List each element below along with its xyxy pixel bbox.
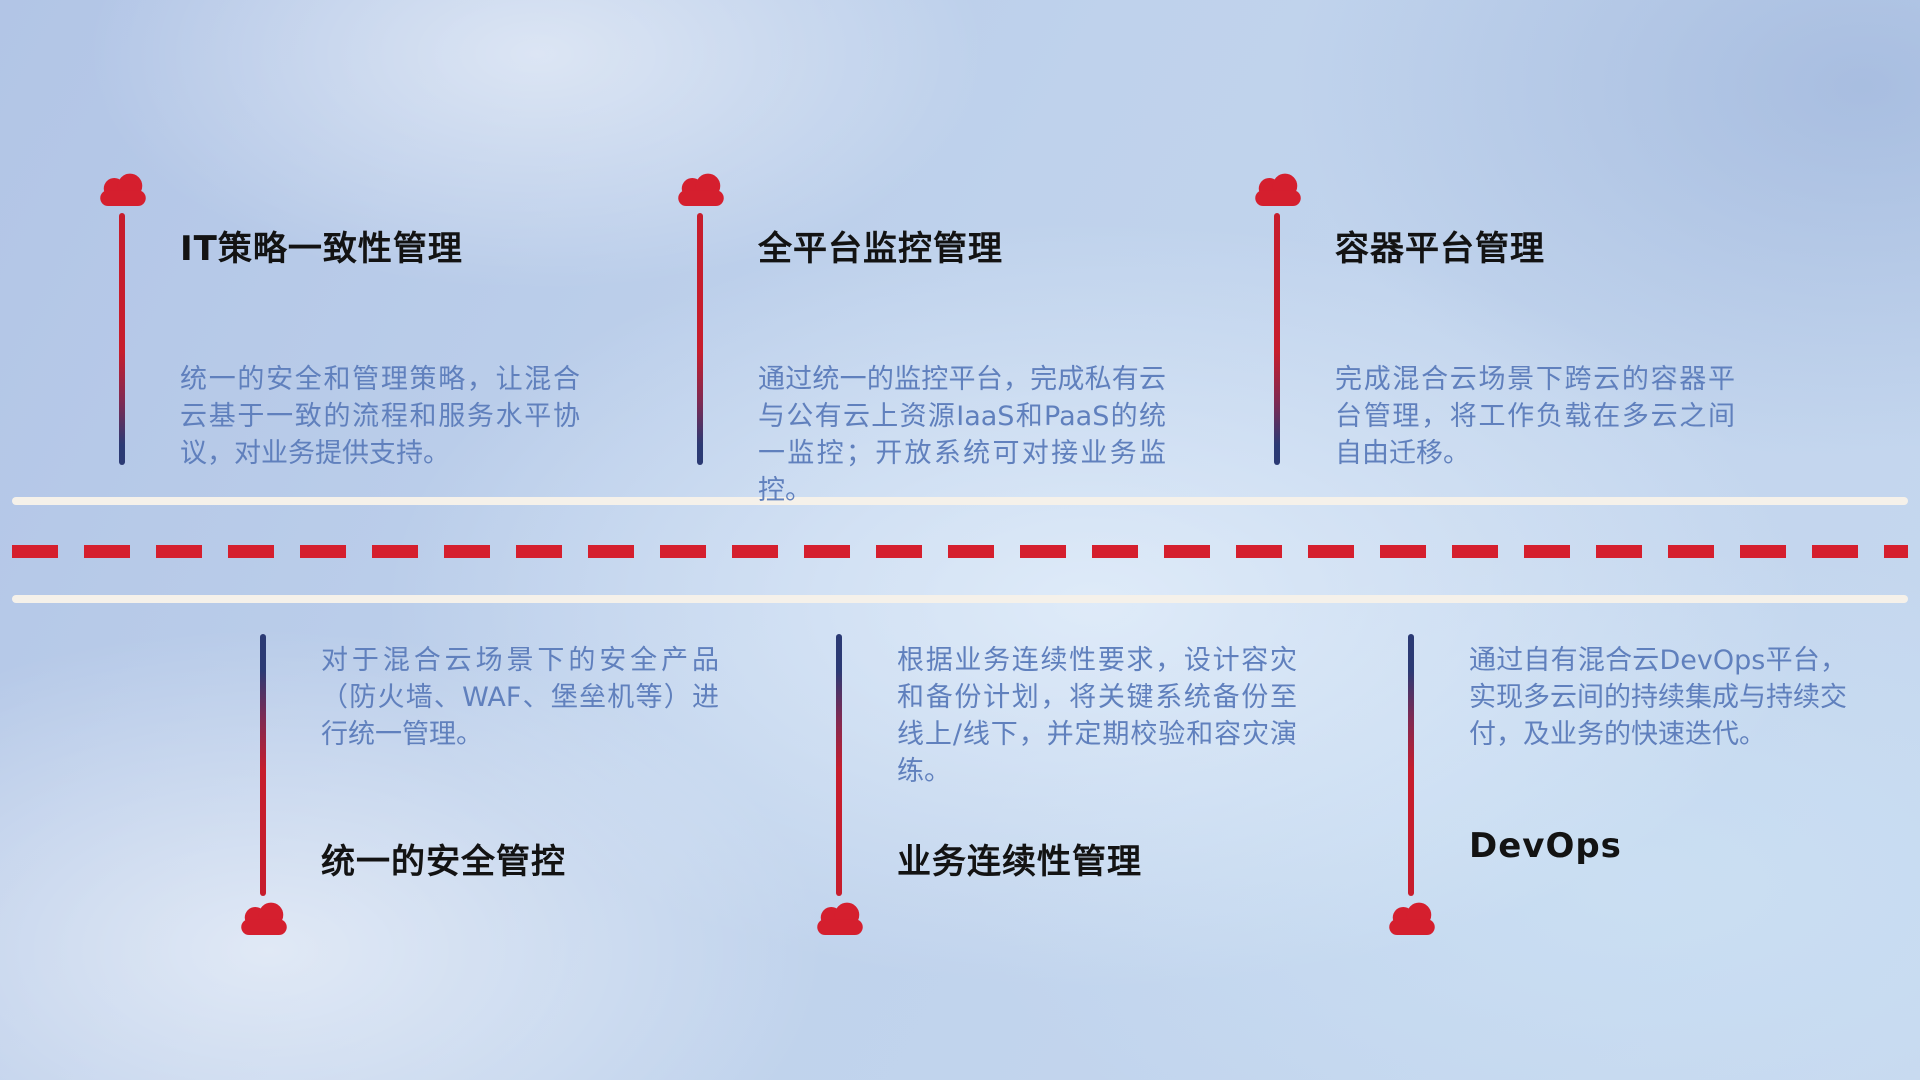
connector-line [1274,213,1280,465]
road-center-dashline [12,545,1908,558]
cloud-icon [95,169,151,208]
capability-item-monitoring: 全平台监控管理 通过统一的监控平台，完成私有云与公有云上资源IaaS和PaaS的… [673,169,1233,506]
capability-item-business-continuity: 根据业务连续性要求，设计容灾和备份计划，将关键系统备份至线上/线下，并定期校验和… [812,634,1372,954]
capability-item-devops: 通过自有混合云DevOps平台，实现多云间的持续集成与持续交付，及业务的快速迭代… [1384,634,1920,954]
cloud-icon [1250,169,1306,208]
capability-description: 通过自有混合云DevOps平台，实现多云间的持续集成与持续交付，及业务的快速迭代… [1469,645,1847,750]
capability-title: 容器平台管理 [1335,229,1545,269]
connector-line [836,634,842,896]
capability-description: 对于混合云场景下的安全产品（防火墙、WAF、堡垒机等）进行统一管理。 [321,645,719,750]
connector-line [260,634,266,896]
connector-line [1408,634,1414,896]
capability-item-security-control: 对于混合云场景下的安全产品（防火墙、WAF、堡垒机等）进行统一管理。 统一的安全… [236,634,796,954]
capability-description: 统一的安全和管理策略，让混合云基于一致的流程和服务水平协议，对业务提供支持。 [180,364,580,469]
capability-item-it-policy: IT策略一致性管理 统一的安全和管理策略，让混合云基于一致的流程和服务水平协议，… [95,169,655,489]
road-edge-line-top [12,497,1908,505]
connector-line [119,213,125,465]
capability-description: 完成混合云场景下跨云的容器平台管理，将工作负载在多云之间自由迁移。 [1335,364,1735,469]
capability-title: 业务连续性管理 [897,842,1142,882]
cloud-icon [236,898,292,937]
cloud-icon [1384,898,1440,937]
capability-title: DevOps [1469,826,1622,866]
road-edge-line-bottom [12,595,1908,603]
capability-description: 根据业务连续性要求，设计容灾和备份计划，将关键系统备份至线上/线下，并定期校验和… [897,645,1297,787]
capability-title: 全平台监控管理 [758,229,1003,269]
capability-title: 统一的安全管控 [321,842,566,882]
connector-line [697,213,703,465]
cloud-icon [812,898,868,937]
capability-title: IT策略一致性管理 [180,229,463,269]
cloud-icon [673,169,729,208]
capability-item-container-platform: 容器平台管理 完成混合云场景下跨云的容器平台管理，将工作负载在多云之间自由迁移。 [1250,169,1810,489]
capability-description: 通过统一的监控平台，完成私有云与公有云上资源IaaS和PaaS的统一监控；开放系… [758,364,1166,506]
